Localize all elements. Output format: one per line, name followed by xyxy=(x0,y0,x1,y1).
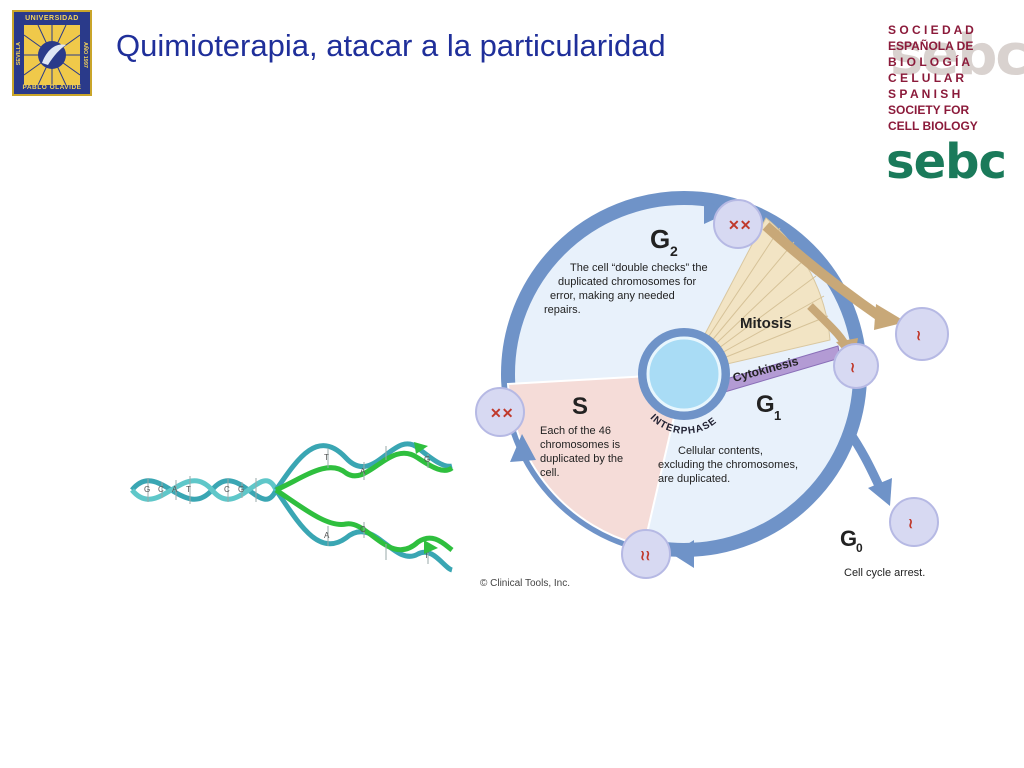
dna-replication-figure: G C A T C G T A G A C T xyxy=(130,441,454,573)
copyright-text: © Clinical Tools, Inc. xyxy=(480,578,570,589)
university-logo-top-text: UNIVERSIDAD xyxy=(25,15,79,22)
dna-base: T xyxy=(424,551,429,560)
sebc-line-3: B I O L O G Í A xyxy=(888,55,971,69)
dna-base: C xyxy=(224,485,230,494)
g1-text-line: excluding the chromosomes, xyxy=(658,459,798,471)
cell-icon xyxy=(889,497,939,547)
g2-label: G xyxy=(650,224,670,254)
dna-base: C xyxy=(158,485,164,494)
dna-base: A xyxy=(324,531,330,540)
g1-text-line: are duplicated. xyxy=(658,473,730,485)
dna-base: A xyxy=(172,485,178,494)
svg-text:✕✕: ✕✕ xyxy=(490,405,513,421)
dna-base: A xyxy=(360,467,366,476)
g1-text-line: Cellular contents, xyxy=(678,445,763,457)
cell-cycle-diagram: INTERPHASE ✕✕✕✕ ≀≀≀ ≀≀ G 2 The cell “dou… xyxy=(475,191,949,589)
g0-arrow-icon xyxy=(868,478,892,506)
dna-arrow-icon xyxy=(424,540,438,554)
svg-text:≀: ≀ xyxy=(850,359,855,375)
university-seal-icon xyxy=(24,25,80,85)
cell-icon xyxy=(713,199,763,249)
s-text-line: chromosomes is xyxy=(540,439,621,451)
cell-icon xyxy=(895,307,949,361)
dna-base: G xyxy=(424,455,430,464)
cell-icon xyxy=(475,387,525,437)
ring-arrow-icon xyxy=(510,434,536,462)
university-logo-bottom-text: PABLO OLAVIDE xyxy=(22,84,82,91)
g1-subscript: 1 xyxy=(774,408,781,423)
dna-base: G xyxy=(144,485,150,494)
sebc-line-7: CELL BIOLOGY xyxy=(888,119,978,133)
sebc-line-1: S O C I E D A D xyxy=(888,23,974,37)
cell-nucleus xyxy=(646,336,722,412)
dna-arrow-icon xyxy=(414,442,428,454)
g2-text-line: The cell “double checks” the xyxy=(570,262,708,274)
university-logo-side-left: SEVILLA xyxy=(16,42,22,66)
svg-text:≀: ≀ xyxy=(916,327,921,343)
sebc-line-2: ESPAÑOLA DE xyxy=(888,39,974,53)
s-label: S xyxy=(572,393,588,420)
mitosis-sector xyxy=(683,217,831,375)
mitosis-label: Mitosis xyxy=(740,315,792,332)
dna-base: G xyxy=(238,485,244,494)
sebc-line-4: C E L U L A R xyxy=(888,71,965,85)
sebc-line-5: S P A N I S H xyxy=(888,87,961,101)
university-logo-side-right: AÑO 1997 xyxy=(82,42,88,68)
g2-text-line: duplicated chromosomes for xyxy=(558,276,697,288)
dna-base: C xyxy=(360,525,366,534)
sebc-line-6: SOCIETY FOR xyxy=(888,103,970,117)
svg-text:✕✕: ✕✕ xyxy=(728,217,751,233)
dna-base: T xyxy=(186,485,191,494)
cell-icon xyxy=(621,529,671,579)
dna-base: T xyxy=(324,453,329,462)
g0-label: G xyxy=(840,526,857,551)
svg-text:≀: ≀ xyxy=(908,515,913,531)
page-title: Quimioterapia, atacar a la particularida… xyxy=(116,28,666,63)
s-text-line: Each of the 46 xyxy=(540,425,611,437)
g0-subscript: 0 xyxy=(856,541,863,555)
g0-text: Cell cycle arrest. xyxy=(844,567,925,579)
s-text-line: duplicated by the xyxy=(540,453,623,465)
g2-text-line: error, making any needed xyxy=(550,290,675,302)
svg-text:≀≀: ≀≀ xyxy=(640,547,651,563)
university-logo: UNIVERSIDAD SEVILLA AÑO 1997 PABLO OLAVI… xyxy=(12,10,92,96)
g1-label: G xyxy=(756,391,775,418)
cell-icon xyxy=(833,343,879,389)
g2-subscript: 2 xyxy=(670,243,678,259)
sebc-logo: sebc S O C I E D A D ESPAÑOLA DE B I O L… xyxy=(884,22,1024,186)
g2-text-line: repairs. xyxy=(544,304,581,316)
ring-arrow-icon xyxy=(672,540,694,568)
s-text-line: cell. xyxy=(540,467,560,479)
cell-icons: ✕✕✕✕ ≀≀≀ ≀≀ xyxy=(475,199,949,579)
sebc-wordmark: sebc xyxy=(886,134,1007,190)
sebc-ghost-text: sebc xyxy=(890,23,1024,88)
